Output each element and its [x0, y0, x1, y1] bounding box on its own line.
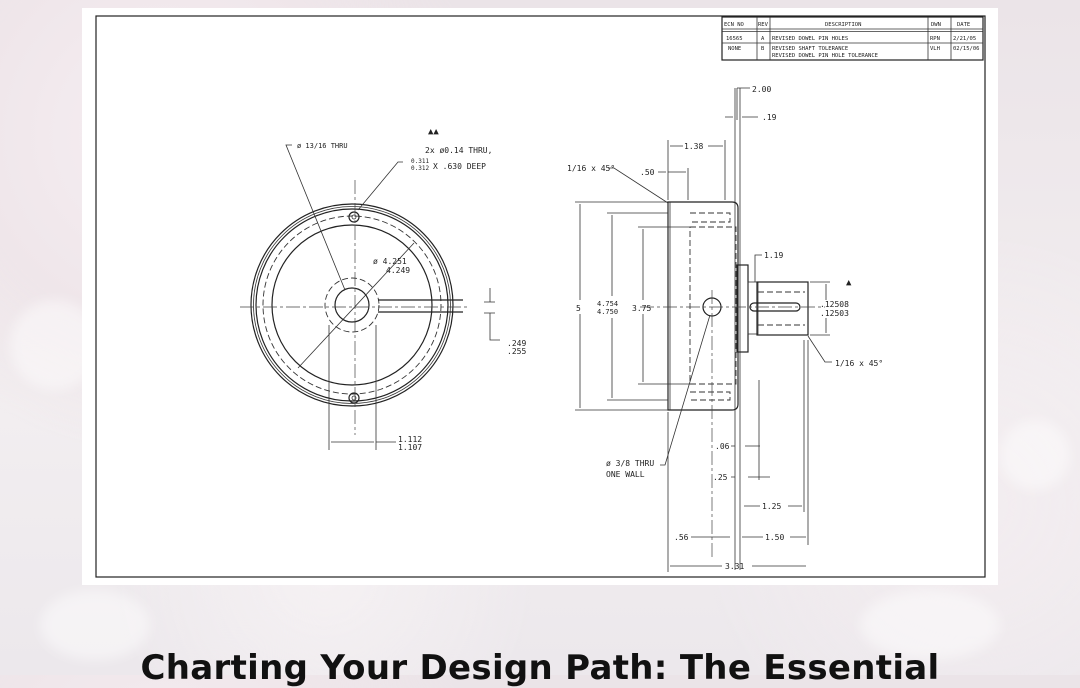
dim-1-19: 1.19 [764, 251, 783, 260]
shaft-lower: .12503 [820, 309, 849, 318]
header-rev: REV [758, 22, 769, 28]
bokeh-light [1000, 420, 1070, 490]
revision-triangles: ▲▲ [428, 127, 439, 137]
dim-1-25: 1.25 [762, 502, 781, 511]
drawing-card [82, 8, 998, 585]
bokeh-light [860, 590, 1000, 660]
chamfer-top-note: 1/16 x 45° [567, 164, 615, 173]
dowel-note-1: 2x ø0.14 THRU, [425, 146, 492, 155]
row1-desc: REVISED DOWEL PIN HOLES [772, 36, 848, 42]
caption-heading: Charting Your Design Path: The Essential [140, 648, 940, 688]
chamfer-shaft-note: 1/16 x 45° [835, 359, 883, 368]
row2-rev: B [761, 46, 765, 52]
bottom-upper: 1.112 [398, 435, 422, 444]
dia-lower: 4.249 [386, 266, 410, 275]
bokeh-light [40, 590, 150, 660]
dim-1-38: 1.38 [684, 142, 703, 151]
bottom-lower: 1.107 [398, 443, 422, 452]
dowel-note-2b: 0.312 [411, 165, 429, 172]
hole-note-1: ø 3/8 THRU [606, 459, 654, 468]
dowel-note-2a: 0.311 [411, 158, 429, 165]
row1-date: 2/21/05 [953, 36, 976, 42]
row2-desc: REVISED SHAFT TOLERANCE [772, 46, 848, 52]
dim-3-31: 3.31 [725, 562, 744, 571]
dim-0-06: .06 [715, 442, 730, 451]
dim-4-754: 4.754 [597, 300, 618, 308]
row1-dwn: RPN [930, 36, 940, 42]
front-view: ø 4.251 4.249 ø 13/16 THRU ▲▲ 2x ø0.14 T… [240, 127, 526, 452]
dim-4-750: 4.750 [597, 308, 618, 316]
header-dwn: DWN [931, 22, 941, 28]
row2-desc2: REVISED DOWEL PIN HOLE TOLERANCE [772, 53, 878, 59]
dim-0-25: .25 [713, 473, 728, 482]
dim-0-56: .56 [674, 533, 689, 542]
dia-upper: ø 4.251 [373, 257, 407, 266]
dim-3-75: 3.75 [632, 304, 651, 313]
center-hole-note: ø 13/16 THRU [297, 142, 348, 150]
hole-note-2: ONE WALL [606, 470, 645, 479]
row2-date: 02/15/06 [953, 46, 980, 52]
header-date: DATE [957, 22, 970, 28]
dim-5: 5 [576, 304, 581, 313]
side-view: 2.00 .19 1.38 .50 1/16 x 45° 5 4.754 4.7… [567, 85, 883, 572]
row1-rev: A [761, 36, 765, 42]
shaft-upper: .12508 [820, 300, 849, 309]
revision-title-block: ECN NO REV DESCRIPTION DWN DATE 16565 A … [721, 16, 984, 61]
header-description: DESCRIPTION [825, 22, 861, 28]
dim-0-19: .19 [762, 113, 777, 122]
row2-ecn: NONE [728, 46, 741, 52]
sheet-border [95, 15, 986, 578]
header-ecn: ECN NO [724, 22, 744, 28]
dowel-note-2c: X .630 DEEP [433, 162, 486, 171]
key-lower: .255 [507, 347, 526, 356]
key-upper: .249 [507, 339, 526, 348]
row2-dwn: VLH [930, 46, 940, 52]
dim-2-00: 2.00 [752, 85, 771, 94]
row1-ecn: 16565 [726, 36, 743, 42]
dim-0-50: .50 [640, 168, 655, 177]
dim-1-50: 1.50 [765, 533, 784, 542]
revision-triangle: ▲ [846, 278, 852, 288]
